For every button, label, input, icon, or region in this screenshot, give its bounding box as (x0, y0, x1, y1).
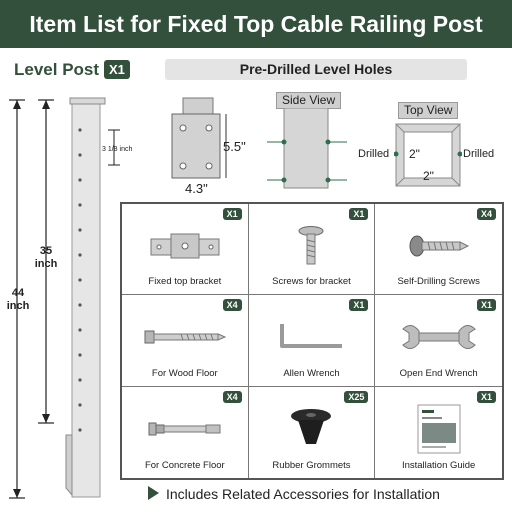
qty-badge: X25 (344, 390, 369, 403)
item-rubber-grommets: X25 Rubber Grommets (249, 386, 376, 478)
footer-note: Includes Related Accessories for Install… (148, 486, 440, 502)
top-view-left-label: Drilled (358, 148, 390, 160)
bracket-icon (150, 233, 220, 259)
post-body (71, 101, 101, 498)
bracket-plate-diagram (171, 97, 227, 179)
qty-badge: X1 (222, 208, 242, 220)
play-triangle-icon (148, 486, 159, 500)
hole-height-label: 35 inch (34, 245, 58, 270)
item-label: Self-Drilling Screws (397, 276, 480, 288)
bracket-width-label: 4.3" (185, 181, 208, 196)
allen-wrench-icon (280, 323, 343, 348)
page-header: Item List for Fixed Top Cable Railing Po… (0, 0, 512, 48)
total-height-label: 44 inch (6, 287, 30, 312)
level-post-qty-badge: X1 (104, 60, 130, 79)
item-label: Fixed top bracket (148, 276, 222, 288)
guide-booklet-icon (417, 404, 461, 454)
qty-badge: X1 (349, 299, 369, 312)
item-self-drilling-screws: X4 Self-Drilling Screws (375, 204, 502, 296)
item-label: For Concrete Floor (144, 460, 225, 471)
qty-badge: X4 (222, 390, 242, 403)
item-fixed-top-bracket: X1 Fixed top bracket (122, 204, 249, 296)
grommet-icon (291, 408, 332, 444)
top-view-right-label: Drilled (463, 148, 495, 160)
qty-badge: X1 (476, 390, 496, 403)
anchor-bolt-icon (148, 422, 221, 436)
item-open-end-wrench: X1 Open End Wrench (375, 295, 502, 387)
item-label: Open End Wrench (399, 367, 478, 379)
screw-icon (298, 225, 324, 265)
page-title: Item List for Fixed Top Cable Railing Po… (29, 10, 483, 37)
item-label: Allen Wrench (283, 367, 340, 379)
item-label: Installation Guide (401, 460, 476, 471)
item-label: Rubber Grommets (272, 460, 351, 471)
top-view-tag: Top View (398, 102, 459, 119)
item-allen-wrench: X1 Allen Wrench (248, 295, 376, 387)
footer-text: Includes Related Accessories for Install… (166, 486, 440, 502)
lag-screw-icon (144, 330, 227, 344)
qty-badge: X4 (222, 299, 242, 312)
item-concrete-floor-anchors: X4 For Concrete Floor (122, 386, 249, 478)
item-screws-for-bracket: X1 Screws for bracket (248, 204, 376, 296)
item-grid: X1 Fixed top bracket X1 Screws for brack… (120, 202, 504, 480)
item-label: For Wood Floor (151, 367, 218, 379)
hole-spacing-label: 3 1/8 inch (102, 146, 133, 153)
item-wood-floor-screws: X4 For Wood Floor (122, 295, 249, 387)
item-label: Screws for bracket (272, 276, 351, 288)
post-holes (78, 128, 82, 432)
top-view-inner-height: 2" (423, 169, 434, 183)
qty-badge: X4 (476, 208, 496, 220)
level-post-title: Level Post (14, 60, 100, 79)
side-view-diagram (267, 108, 347, 189)
post-top-cap (69, 97, 106, 105)
level-post-diagram (9, 97, 120, 499)
self-drilling-screw-icon (409, 235, 469, 257)
qty-badge: X1 (349, 208, 369, 220)
qty-badge: X1 (476, 299, 496, 312)
open-end-wrench-icon (401, 324, 476, 349)
side-view-tag: Side View (276, 92, 342, 109)
top-view-inner-width: 2" (409, 147, 420, 161)
bracket-height-label: 5.5" (223, 139, 246, 154)
post-base-flange (65, 434, 73, 497)
predrilled-heading: Pre-Drilled Level Holes (165, 59, 467, 80)
item-installation-guide: X1 Installation Guide (375, 387, 502, 478)
top-view-diagram (394, 123, 462, 187)
